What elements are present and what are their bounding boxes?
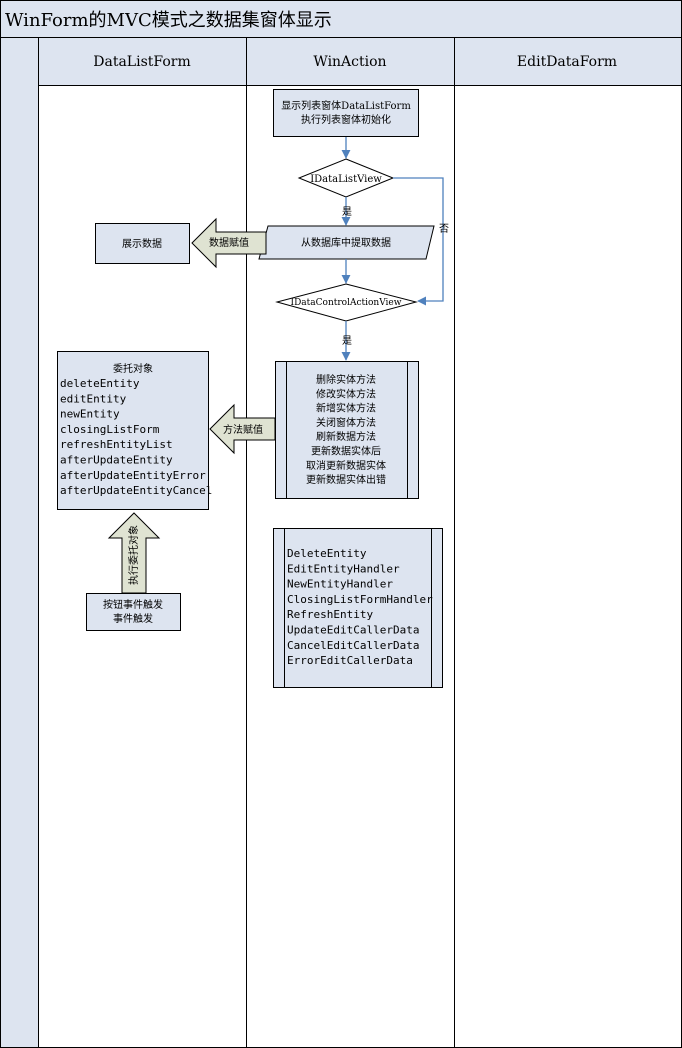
- decision-label: IDataListView: [310, 174, 382, 185]
- diagram-title: WinForm的MVC模式之数据集窗体显示: [5, 10, 332, 31]
- trigger-box-line: 事件触发: [113, 612, 153, 625]
- handler-item: EditEntityHandler: [287, 562, 400, 575]
- methods-box: [275, 361, 419, 499]
- data-fetch-label: 从数据库中提取数据: [301, 236, 391, 249]
- delegate-item: afterUpdateEntity: [60, 454, 173, 467]
- data-assign-arrow: [191, 217, 267, 269]
- no-label: 否: [439, 223, 449, 235]
- delegate-item: refreshEntityList: [60, 438, 173, 451]
- show-data-box: [95, 223, 190, 264]
- method-item: 修改实体方法: [316, 387, 376, 400]
- handler-item: NewEntityHandler: [287, 578, 393, 591]
- trigger-box-line: 按钮事件触发: [103, 598, 163, 611]
- decision-label: IDataControlActionView: [291, 298, 402, 308]
- start-process-box: [273, 89, 419, 137]
- delegate-item: afterUpdateEntityCancel: [60, 484, 212, 497]
- lane-header-editdataform: [454, 37, 682, 86]
- handler-item: RefreshEntity: [287, 608, 373, 621]
- method-item: 删除实体方法: [316, 373, 376, 386]
- start-box-line: 显示列表窗体DataListForm: [281, 99, 411, 112]
- method-assign-arrow: [209, 403, 276, 455]
- lane-header-datalistform: [38, 37, 247, 86]
- delegate-item: newEntity: [60, 408, 120, 421]
- lane-header-winaction: [246, 37, 455, 86]
- start-box-line: 执行列表窗体初始化: [301, 113, 391, 126]
- trigger-box: [86, 593, 181, 631]
- lane-gutter: [0, 37, 39, 1048]
- lane-title-editdataform: EditDataForm: [517, 54, 617, 70]
- method-item: 更新数据实体出错: [306, 473, 386, 486]
- method-item: 关闭窗体方法: [316, 416, 376, 429]
- handler-item: ErrorEditCallerData: [287, 654, 413, 667]
- yes-label: 是: [342, 335, 352, 347]
- method-item: 刷新数据方法: [316, 430, 376, 443]
- method-item: 更新数据实体后: [311, 445, 381, 458]
- handlers-box: [273, 528, 443, 688]
- delegate-item: closingListForm: [60, 423, 160, 436]
- delegate-item: afterUpdateEntityError: [60, 469, 206, 482]
- lane-title-datalistform: DataListForm: [93, 54, 190, 70]
- delegate-objects-box: [57, 351, 209, 510]
- handler-item: CancelEditCallerData: [287, 639, 419, 652]
- delegate-item: editEntity: [60, 392, 127, 405]
- method-item: 取消更新数据实体: [306, 459, 386, 472]
- handler-item: UpdateEditCallerData: [287, 624, 419, 637]
- show-data-label: 展示数据: [122, 237, 162, 250]
- title-bar: [0, 0, 682, 38]
- yes-label: 是: [342, 206, 352, 218]
- delegate-item: deleteEntity: [60, 377, 140, 390]
- method-assign-label: 方法赋值: [223, 423, 263, 436]
- data-assign-label: 数据赋值: [209, 236, 249, 249]
- method-item: 新增实体方法: [316, 402, 376, 415]
- no-connector: [393, 177, 444, 306]
- delegate-box-title: 委托对象: [113, 362, 153, 375]
- handler-item: ClosingListFormHandler: [287, 593, 433, 606]
- exec-delegate-label: 执行委托对象: [127, 525, 140, 585]
- lane-title-winaction: WinAction: [313, 54, 386, 70]
- handler-item: DeleteEntity: [287, 547, 367, 560]
